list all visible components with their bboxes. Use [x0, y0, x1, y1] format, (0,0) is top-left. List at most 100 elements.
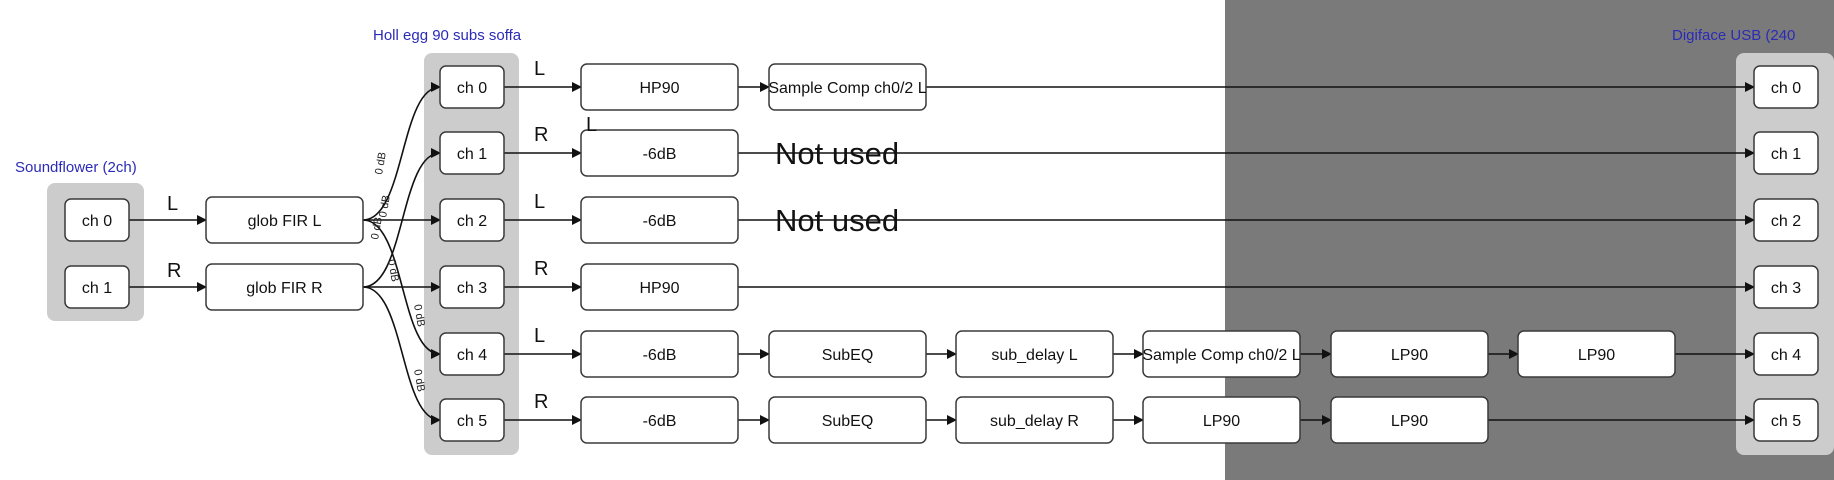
- digiface-group: [1736, 53, 1834, 455]
- fir-input-label-0: L: [167, 193, 178, 215]
- chain-5-stage-1-label: SubEQ: [822, 413, 874, 430]
- digiface-ch5-box: [1753, 398, 1819, 442]
- chain-5-stage-4: LP90: [1330, 396, 1489, 444]
- digiface-ch0-label: ch 0: [1771, 80, 1801, 97]
- chain-3-stage-0: HP90: [580, 263, 739, 311]
- chain-0-stage-1-label: Sample Comp ch0/2 L: [768, 80, 926, 97]
- fir-node-0-label: glob FIR L: [248, 213, 322, 230]
- digiface-ch4-label: ch 4: [1771, 347, 1801, 364]
- chain-4-stage-3-label: Sample Comp ch0/2 L: [1142, 347, 1300, 364]
- digiface-ch0-box: [1753, 65, 1819, 109]
- chain-1-stage-0: -6dB: [580, 129, 739, 177]
- chain-2-stage-0: -6dB: [580, 196, 739, 244]
- chain-5-stage-4-box: [1330, 396, 1489, 444]
- soundflower-ch1: ch 1: [64, 265, 130, 309]
- holl-ch0: ch 0: [439, 65, 505, 109]
- chain-5-stage-3: LP90: [1142, 396, 1301, 444]
- holl-ch1-label: ch 1: [457, 146, 487, 163]
- fir-node-0: glob FIR L: [205, 196, 364, 244]
- digiface-ch5: ch 5: [1753, 398, 1819, 442]
- chain-0-stage-0-label: HP90: [639, 80, 679, 97]
- digiface-ch2: ch 2: [1753, 198, 1819, 242]
- chain-2-channel-label: L: [534, 191, 545, 213]
- chain-4-stage-5-label: LP90: [1578, 347, 1615, 364]
- chain-4-stage-5: LP90: [1517, 330, 1676, 378]
- chain-5-stage-3-label: LP90: [1203, 413, 1240, 430]
- chain-2-stage-0-label: -6dB: [643, 213, 677, 230]
- holl-ch2: ch 2: [439, 198, 505, 242]
- chain-4-channel-label: L: [534, 325, 545, 347]
- holl-ch2-label: ch 2: [457, 213, 487, 230]
- chain-0-stage-0: HP90: [580, 63, 739, 111]
- holl-ch3-box: [439, 265, 505, 309]
- holl-ch5: ch 5: [439, 398, 505, 442]
- holl-ch2-box: [439, 198, 505, 242]
- soundflower-ch1-label: ch 1: [82, 280, 112, 297]
- chain-0-channel-label: L: [534, 58, 545, 80]
- mixer-gain-label-4: 0 dB: [411, 303, 427, 327]
- fir-node-1-label: glob FIR R: [246, 280, 322, 297]
- mixer-gain-label-5: 0 dB: [411, 368, 427, 392]
- digiface-ch4: ch 4: [1753, 332, 1819, 376]
- chain-5-stage-1-box: [768, 396, 927, 444]
- holl-ch0-box: [439, 65, 505, 109]
- holl-ch4: ch 4: [439, 332, 505, 376]
- holl-ch1-box: [439, 131, 505, 175]
- chain-4-stage-1: SubEQ: [768, 330, 927, 378]
- digiface-ch1-label: ch 1: [1771, 146, 1801, 163]
- digiface-ch2-label: ch 2: [1771, 213, 1801, 230]
- digiface-ch4-box: [1753, 332, 1819, 376]
- mixer-gain-label-1: 0 dB: [377, 194, 393, 218]
- soundflower-ch0-label: ch 0: [82, 213, 112, 230]
- digiface-title: Digiface USB (240: [1672, 27, 1795, 44]
- holl-ch4-box: [439, 332, 505, 376]
- chain-4-stage-4-label: LP90: [1391, 347, 1428, 364]
- digiface-ch1: ch 1: [1753, 131, 1819, 175]
- chain-4-stage-0-label: -6dB: [643, 347, 677, 364]
- chain-4-stage-2-box: [955, 330, 1114, 378]
- chain-3-stage-0-label: HP90: [639, 280, 679, 297]
- chain-2-stage-0-box: [580, 196, 739, 244]
- fir-node-1: glob FIR R: [205, 263, 364, 311]
- fir-node-0-box: [205, 196, 364, 244]
- edge-mixer-ch4: [362, 219, 441, 359]
- digiface-ch3: ch 3: [1753, 265, 1819, 309]
- holl-ch5-label: ch 5: [457, 413, 487, 430]
- chain-4-stage-5-box: [1517, 330, 1676, 378]
- chain-4-stage-1-box: [768, 330, 927, 378]
- edge-mixer-ch0: [362, 82, 441, 221]
- soundflower-ch1-box: [64, 265, 130, 309]
- holl-ch5-box: [439, 398, 505, 442]
- chain-1-stage-0-box: [580, 129, 739, 177]
- chain-5-channel-label: R: [534, 391, 548, 413]
- chain-5-stage-0: -6dB: [580, 396, 739, 444]
- chain-0-stage-1-box: [768, 63, 927, 111]
- digiface-ch3-box: [1753, 265, 1819, 309]
- chain-3-channel-label: R: [534, 258, 548, 280]
- chain-4-stage-3-box: [1142, 330, 1301, 378]
- chain-5-stage-2-label: sub_delay R: [990, 413, 1079, 430]
- holl-egg-title: Holl egg 90 subs soffa: [373, 27, 522, 44]
- soundflower-ch0-box: [64, 198, 130, 242]
- holl-ch3: ch 3: [439, 265, 505, 309]
- chain-4-stage-4-box: [1330, 330, 1489, 378]
- chain-5-stage-0-label: -6dB: [643, 413, 677, 430]
- edge-mixer-ch5: [362, 286, 441, 425]
- chain-1-note: Not used: [775, 136, 899, 171]
- chain-4-stage-2: sub_delay L: [955, 330, 1114, 378]
- chain-4-stage-1-label: SubEQ: [822, 347, 874, 364]
- connections: [129, 82, 1755, 425]
- mixer-gain-label-2: 0 dB: [369, 216, 385, 240]
- soundflower-ch0: ch 0: [64, 198, 130, 242]
- soundflower-title: Soundflower (2ch): [15, 159, 137, 176]
- chain-2-note: Not used: [775, 203, 899, 238]
- dark-background-panel: [1225, 0, 1834, 480]
- chain-5-stage-0-box: [580, 396, 739, 444]
- holl-ch0-label: ch 0: [457, 80, 487, 97]
- chain-5-stage-3-box: [1142, 396, 1301, 444]
- chain-1-channel-label: R: [534, 124, 548, 146]
- chain-0-stage-1: Sample Comp ch0/2 L: [768, 63, 927, 111]
- chain-4-stage-4: LP90: [1330, 330, 1489, 378]
- mixer-gain-label-0: 0 dB: [373, 151, 389, 175]
